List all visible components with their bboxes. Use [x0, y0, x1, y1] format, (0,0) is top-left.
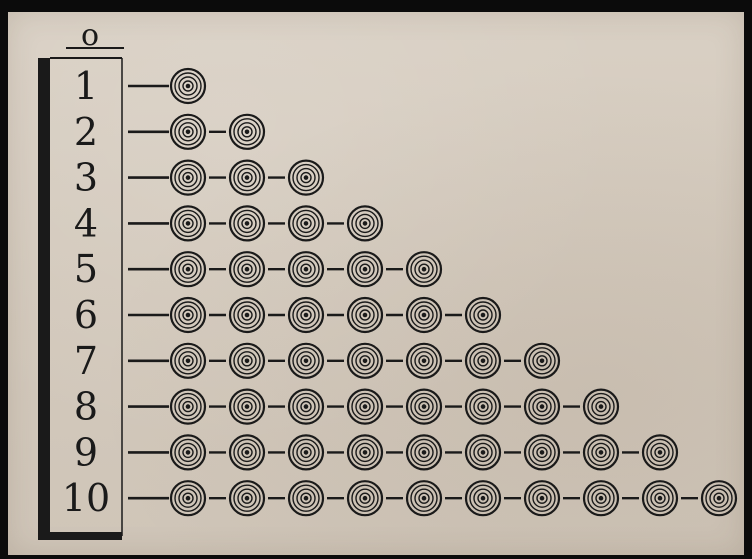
concentric-circle-icon: [643, 481, 677, 515]
concentric-circle-icon: [171, 481, 205, 515]
concentric-circle-icon: [289, 344, 323, 378]
concentric-circle-icon: [289, 390, 323, 424]
concentric-circle-icon: [171, 344, 205, 378]
row-label-4: 4: [74, 201, 98, 245]
concentric-circle-icon: [230, 252, 264, 286]
concentric-circle-icon: [289, 206, 323, 240]
concentric-circle-icon: [230, 115, 264, 149]
circle-row-2: [128, 115, 264, 149]
concentric-circle-icon: [171, 161, 205, 195]
concentric-circle-icon: [171, 252, 205, 286]
circle-rows: [128, 69, 736, 515]
concentric-circle-icon: [289, 481, 323, 515]
concentric-circle-icon: [407, 298, 441, 332]
concentric-circle-icon: [584, 481, 618, 515]
bracket-bottom-bar: [38, 532, 122, 540]
concentric-circle-icon: [407, 390, 441, 424]
concentric-circle-icon: [230, 161, 264, 195]
row-label-6: 6: [74, 293, 98, 337]
bracket-left-bar: [38, 58, 50, 536]
concentric-circle-icon: [289, 435, 323, 469]
concentric-circle-icon: [466, 481, 500, 515]
concentric-circle-icon: [348, 481, 382, 515]
circle-row-8: [128, 390, 618, 424]
concentric-circle-icon: [289, 161, 323, 195]
concentric-circle-icon: [230, 206, 264, 240]
row-label-5: 5: [74, 247, 98, 291]
concentric-circle-icon: [584, 390, 618, 424]
concentric-circle-icon: [407, 481, 441, 515]
concentric-circle-icon: [348, 252, 382, 286]
concentric-circle-icon: [348, 390, 382, 424]
row-label-8: 8: [74, 385, 98, 429]
concentric-circle-icon: [171, 435, 205, 469]
concentric-circle-icon: [230, 344, 264, 378]
concentric-circle-icon: [466, 344, 500, 378]
concentric-circle-icon: [525, 390, 559, 424]
row-label-1: 1: [74, 64, 98, 108]
row-label-7: 7: [74, 339, 98, 383]
concentric-circle-icon: [525, 344, 559, 378]
circle-row-5: [128, 252, 441, 286]
concentric-circle-icon: [171, 390, 205, 424]
circle-row-9: [128, 435, 677, 469]
concentric-circle-icon: [348, 435, 382, 469]
circle-row-6: [128, 298, 500, 332]
concentric-circle-icon: [171, 69, 205, 103]
concentric-circle-icon: [525, 435, 559, 469]
circle-row-1: [128, 69, 205, 103]
circle-row-3: [128, 161, 323, 195]
concentric-circle-icon: [230, 390, 264, 424]
circle-row-4: [128, 206, 382, 240]
circle-row-10: [128, 481, 736, 515]
concentric-circle-icon: [348, 206, 382, 240]
row-label-3: 3: [74, 156, 98, 200]
concentric-circle-icon: [525, 481, 559, 515]
concentric-circle-icon: [171, 298, 205, 332]
concentric-circle-icon: [230, 298, 264, 332]
concentric-circle-icon: [643, 435, 677, 469]
concentric-circle-icon: [171, 206, 205, 240]
concentric-circle-icon: [230, 435, 264, 469]
concentric-circle-icon: [466, 390, 500, 424]
concentric-circle-icon: [289, 252, 323, 286]
row-label-2: 2: [74, 110, 98, 154]
concentric-circle-icon: [407, 344, 441, 378]
row-label-10: 10: [62, 476, 110, 520]
concentric-circle-icon: [407, 252, 441, 286]
concentric-circle-icon: [466, 435, 500, 469]
concentric-circle-icon: [407, 435, 441, 469]
circle-row-7: [128, 344, 559, 378]
concentric-circle-icon: [702, 481, 736, 515]
concentric-circle-icon: [348, 298, 382, 332]
concentric-circle-icon: [584, 435, 618, 469]
row-label-9: 9: [74, 430, 98, 474]
concentric-circle-icon: [171, 115, 205, 149]
concentric-circle-icon: [466, 298, 500, 332]
concentric-circle-icon: [289, 298, 323, 332]
concentric-circle-icon: [230, 481, 264, 515]
concentric-circle-icon: [348, 344, 382, 378]
